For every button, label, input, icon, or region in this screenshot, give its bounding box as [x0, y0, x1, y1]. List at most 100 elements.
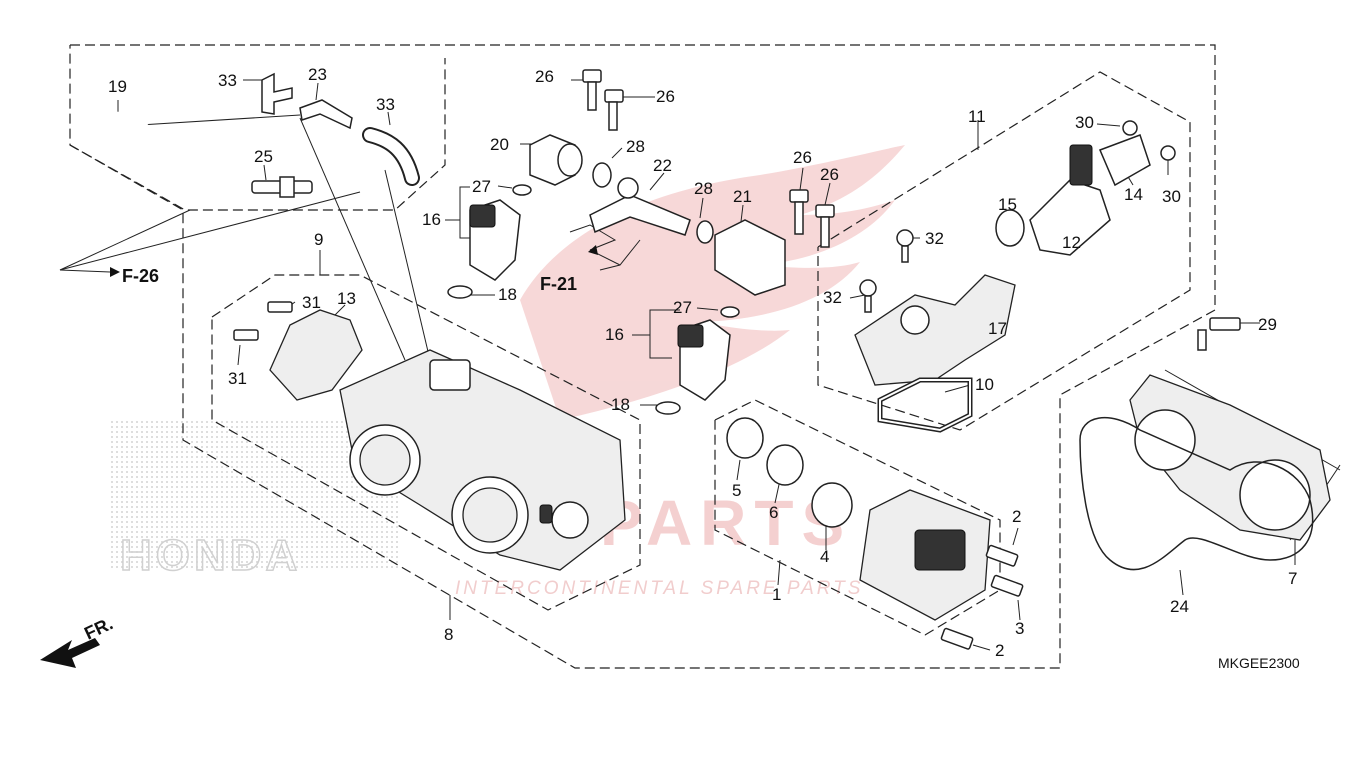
callout-29: 29 — [1258, 315, 1277, 334]
callout-8: 8 — [444, 625, 453, 644]
callout-3: 3 — [1015, 619, 1024, 638]
part-23-connector — [299, 99, 353, 130]
callout-6: 6 — [769, 503, 778, 522]
callout-5: 5 — [732, 481, 741, 500]
part-18-ring-a — [447, 285, 473, 299]
part-27-seal-b — [720, 306, 740, 318]
callout-15: 15 — [998, 195, 1017, 214]
callout-31-b: 31 — [228, 369, 247, 388]
callout-27-b: 27 — [673, 298, 692, 317]
callout-30-a: 30 — [1075, 113, 1094, 132]
part-1-module — [859, 489, 991, 621]
callout-18-b: 18 — [611, 395, 630, 414]
watermark-tagline: INTERCONTINENTAL SPARE PARTS — [455, 578, 863, 599]
callout-7: 7 — [1288, 569, 1297, 588]
callout-11: 11 — [968, 107, 986, 126]
callout-9: 9 — [314, 230, 323, 249]
part-31-bolt-a — [267, 301, 293, 313]
group-1-frame — [714, 399, 1001, 636]
callout-22: 22 — [653, 156, 672, 175]
callout-1: 1 — [772, 585, 781, 604]
part-22-fitting — [589, 177, 691, 236]
callout-28-a: 28 — [626, 137, 645, 156]
part-4-gasket — [811, 482, 853, 528]
callout-26-d: 26 — [820, 165, 839, 184]
front-arrow: FR. — [40, 613, 116, 668]
part-33-tee — [261, 72, 293, 115]
callout-13: 13 — [337, 289, 356, 308]
callout-12: 12 — [1062, 233, 1081, 252]
part-9-throttle-body — [339, 349, 626, 571]
callout-33-a: 33 — [218, 71, 237, 90]
part-28-oring-b — [696, 220, 714, 244]
part-25-fitting — [251, 176, 313, 198]
watermark-site: PARTS — [600, 487, 852, 559]
callout-23: 23 — [308, 65, 327, 84]
part-10-gasket — [877, 377, 973, 433]
diagram-code: MKGEE2300 — [1218, 655, 1300, 671]
part-27-seal-a — [512, 184, 532, 196]
callout-25: 25 — [254, 147, 273, 166]
callout-21: 21 — [733, 187, 752, 206]
part-28-oring-a — [592, 162, 612, 188]
part-7-cover — [1129, 374, 1331, 541]
part-33-hose — [362, 127, 420, 186]
part-3-bolt — [990, 574, 1024, 597]
part-6-gasket — [766, 444, 804, 486]
callout-31-a: 31 — [302, 293, 321, 312]
callout-20: 20 — [490, 135, 509, 154]
reference-f26: F-26 — [59, 266, 159, 286]
part-31-bolt-b — [233, 329, 259, 341]
part-2-bolt-a — [985, 544, 1019, 567]
callout-2-b: 2 — [995, 641, 1004, 660]
callout-16-a: 16 — [422, 210, 441, 229]
part-16-injector-a — [469, 199, 521, 281]
part-26-bolts-mid — [789, 189, 835, 248]
callout-16-b: 16 — [605, 325, 624, 344]
callout-19: 19 — [108, 77, 127, 96]
callouts: 19 33 23 33 25 9 31 13 31 8 26 26 20 28 … — [108, 65, 1297, 660]
group-11-frame — [817, 71, 1191, 431]
part-14-plate — [1099, 134, 1151, 187]
watermark-wing-logo — [520, 145, 905, 420]
part-21-cap — [714, 219, 786, 296]
part-29-bolt — [1197, 317, 1241, 351]
part-24-gasket — [1079, 416, 1314, 571]
callout-32-b: 32 — [823, 288, 842, 307]
part-18-ring-b — [655, 401, 681, 415]
callout-24: 24 — [1170, 597, 1189, 616]
part-15-oring — [995, 209, 1025, 247]
callout-26-b: 26 — [656, 87, 675, 106]
part-30-screw-a — [1122, 120, 1138, 136]
callout-4: 4 — [820, 547, 829, 566]
part-30-screw-b — [1160, 145, 1176, 161]
part-13-bracket — [269, 309, 363, 401]
watermark-brand: HONDA — [120, 531, 301, 580]
group-9-frame — [211, 274, 641, 611]
part-17-cover — [854, 274, 1016, 386]
callout-32-a: 32 — [925, 229, 944, 248]
callout-28-b: 28 — [694, 179, 713, 198]
reference-f21: F-21 — [540, 245, 621, 294]
part-26-bolts-top — [582, 69, 624, 131]
part-32-screw-b — [859, 279, 877, 313]
leader-lines — [59, 79, 1341, 651]
watermark: HONDA PARTS INTERCONTINENTAL SPARE PARTS — [110, 145, 905, 599]
callout-30-b: 30 — [1162, 187, 1181, 206]
front-arrow-label: FR. — [81, 613, 116, 643]
part-2-bolt-b — [940, 627, 974, 650]
callout-26-a: 26 — [535, 67, 554, 86]
reference-f21-label: F-21 — [540, 274, 577, 294]
callout-10: 10 — [975, 375, 994, 394]
callout-2-a: 2 — [1012, 507, 1021, 526]
callout-14: 14 — [1124, 185, 1143, 204]
callout-26-c: 26 — [793, 148, 812, 167]
part-16-injector-b — [677, 319, 731, 401]
part-12-motor — [1029, 144, 1111, 256]
part-5-gasket — [726, 417, 764, 459]
outer-boundary — [69, 44, 1216, 669]
callout-27-a: 27 — [472, 177, 491, 196]
part-19-hose — [89, 111, 246, 184]
callout-18-a: 18 — [498, 285, 517, 304]
